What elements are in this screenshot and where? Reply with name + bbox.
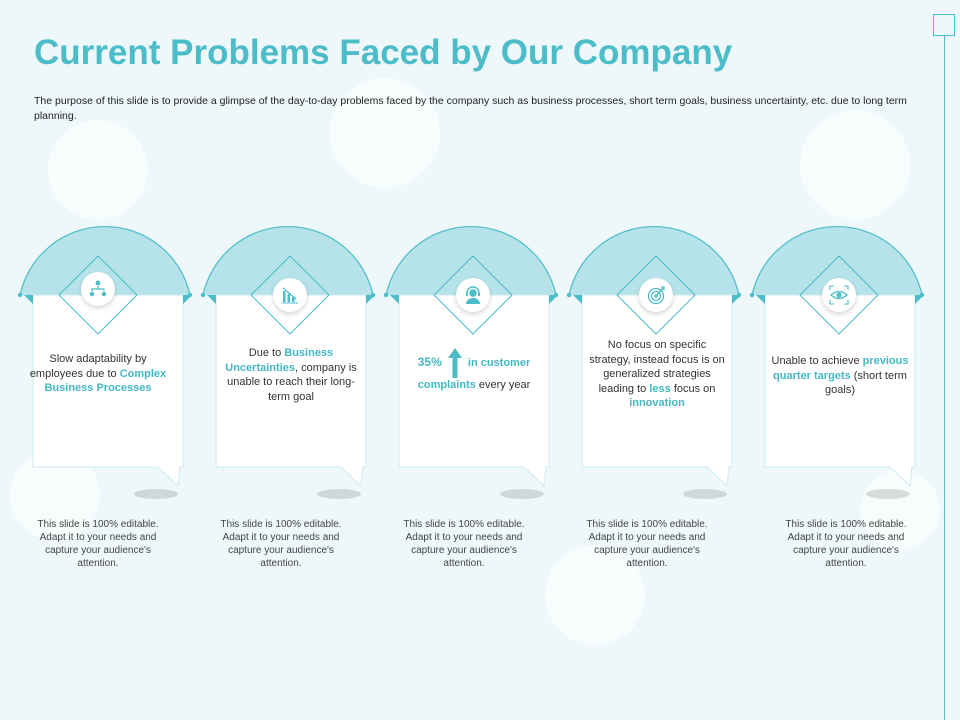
description-highlight: less [649,382,671,395]
background-circle [860,470,940,550]
icon-badge [639,278,673,312]
card-shape [17,226,193,499]
card-description: No focus on specific strategy, instead f… [587,338,727,411]
description-text: Slow adaptability by employees due to [29,353,147,380]
description-text: , company is unable to reach their long-… [227,361,357,403]
customer-support-icon [466,286,480,304]
icon-badge [822,278,856,312]
card-footer-1: This slide is 100% editable. Adapt it to… [37,519,159,569]
card-footer-4: This slide is 100% editable. Adapt it to… [586,519,708,569]
page-subtitle: The purpose of this slide is to provide … [34,95,907,123]
description-highlight: previous quarter targets [773,355,909,382]
target-icon [647,286,665,305]
card-shape [749,226,925,499]
up-arrow-icon [447,348,462,378]
card-shape [200,226,376,499]
description-highlight: Complex Business Processes [44,367,167,395]
description-text: Unable to achieve [771,355,863,367]
declining-chart-icon [282,287,298,304]
card-description: Due to Business Uncertainties, company i… [221,346,361,404]
frame-line [944,36,945,720]
description-text: every year [478,379,531,391]
problem-card-3: 35% in customer complaints every year [382,226,564,520]
background-circle [48,120,148,220]
icon-badge [456,278,490,312]
problem-card-1: Slow adaptability by employees due to Co… [16,226,198,520]
description-highlight: innovation [629,397,685,410]
description-text: (short term goals) [825,369,907,397]
background-circle [545,545,645,645]
frame-corner-box [933,14,955,36]
page-title: Current Problems Faced by Our Company [34,33,733,72]
icon-badge [81,272,115,306]
card-footer-5: This slide is 100% editable. Adapt it to… [785,519,907,569]
description-text: No focus on specific strategy, instead f… [589,339,725,395]
description-text: Due to [248,347,285,359]
card-footer-2: This slide is 100% editable. Adapt it to… [220,519,342,569]
problem-card-4: No focus on specific strategy, instead f… [565,226,747,520]
problem-card-2: Due to Business Uncertainties, company i… [199,226,381,520]
metric-value: 35% [417,354,442,369]
eye-vision-icon [829,285,849,305]
card-description: 35% in customer complaints every year [404,348,544,393]
problem-card-5: Unable to achieve previous quarter targe… [748,226,930,520]
background-circle [800,110,910,220]
card-shape [566,226,742,499]
description-highlight: Business Uncertainties [225,347,334,374]
card-shape [383,226,559,499]
description-text: focus on [670,382,716,395]
background-circle [330,78,440,188]
description-highlight: in customer complaints [417,356,531,391]
card-description: Slow adaptability by employees due to Co… [28,352,168,396]
people-network-icon [89,280,107,297]
card-description: Unable to achieve previous quarter targe… [770,354,910,398]
card-footer-3: This slide is 100% editable. Adapt it to… [403,519,525,569]
icon-badge [273,278,307,312]
